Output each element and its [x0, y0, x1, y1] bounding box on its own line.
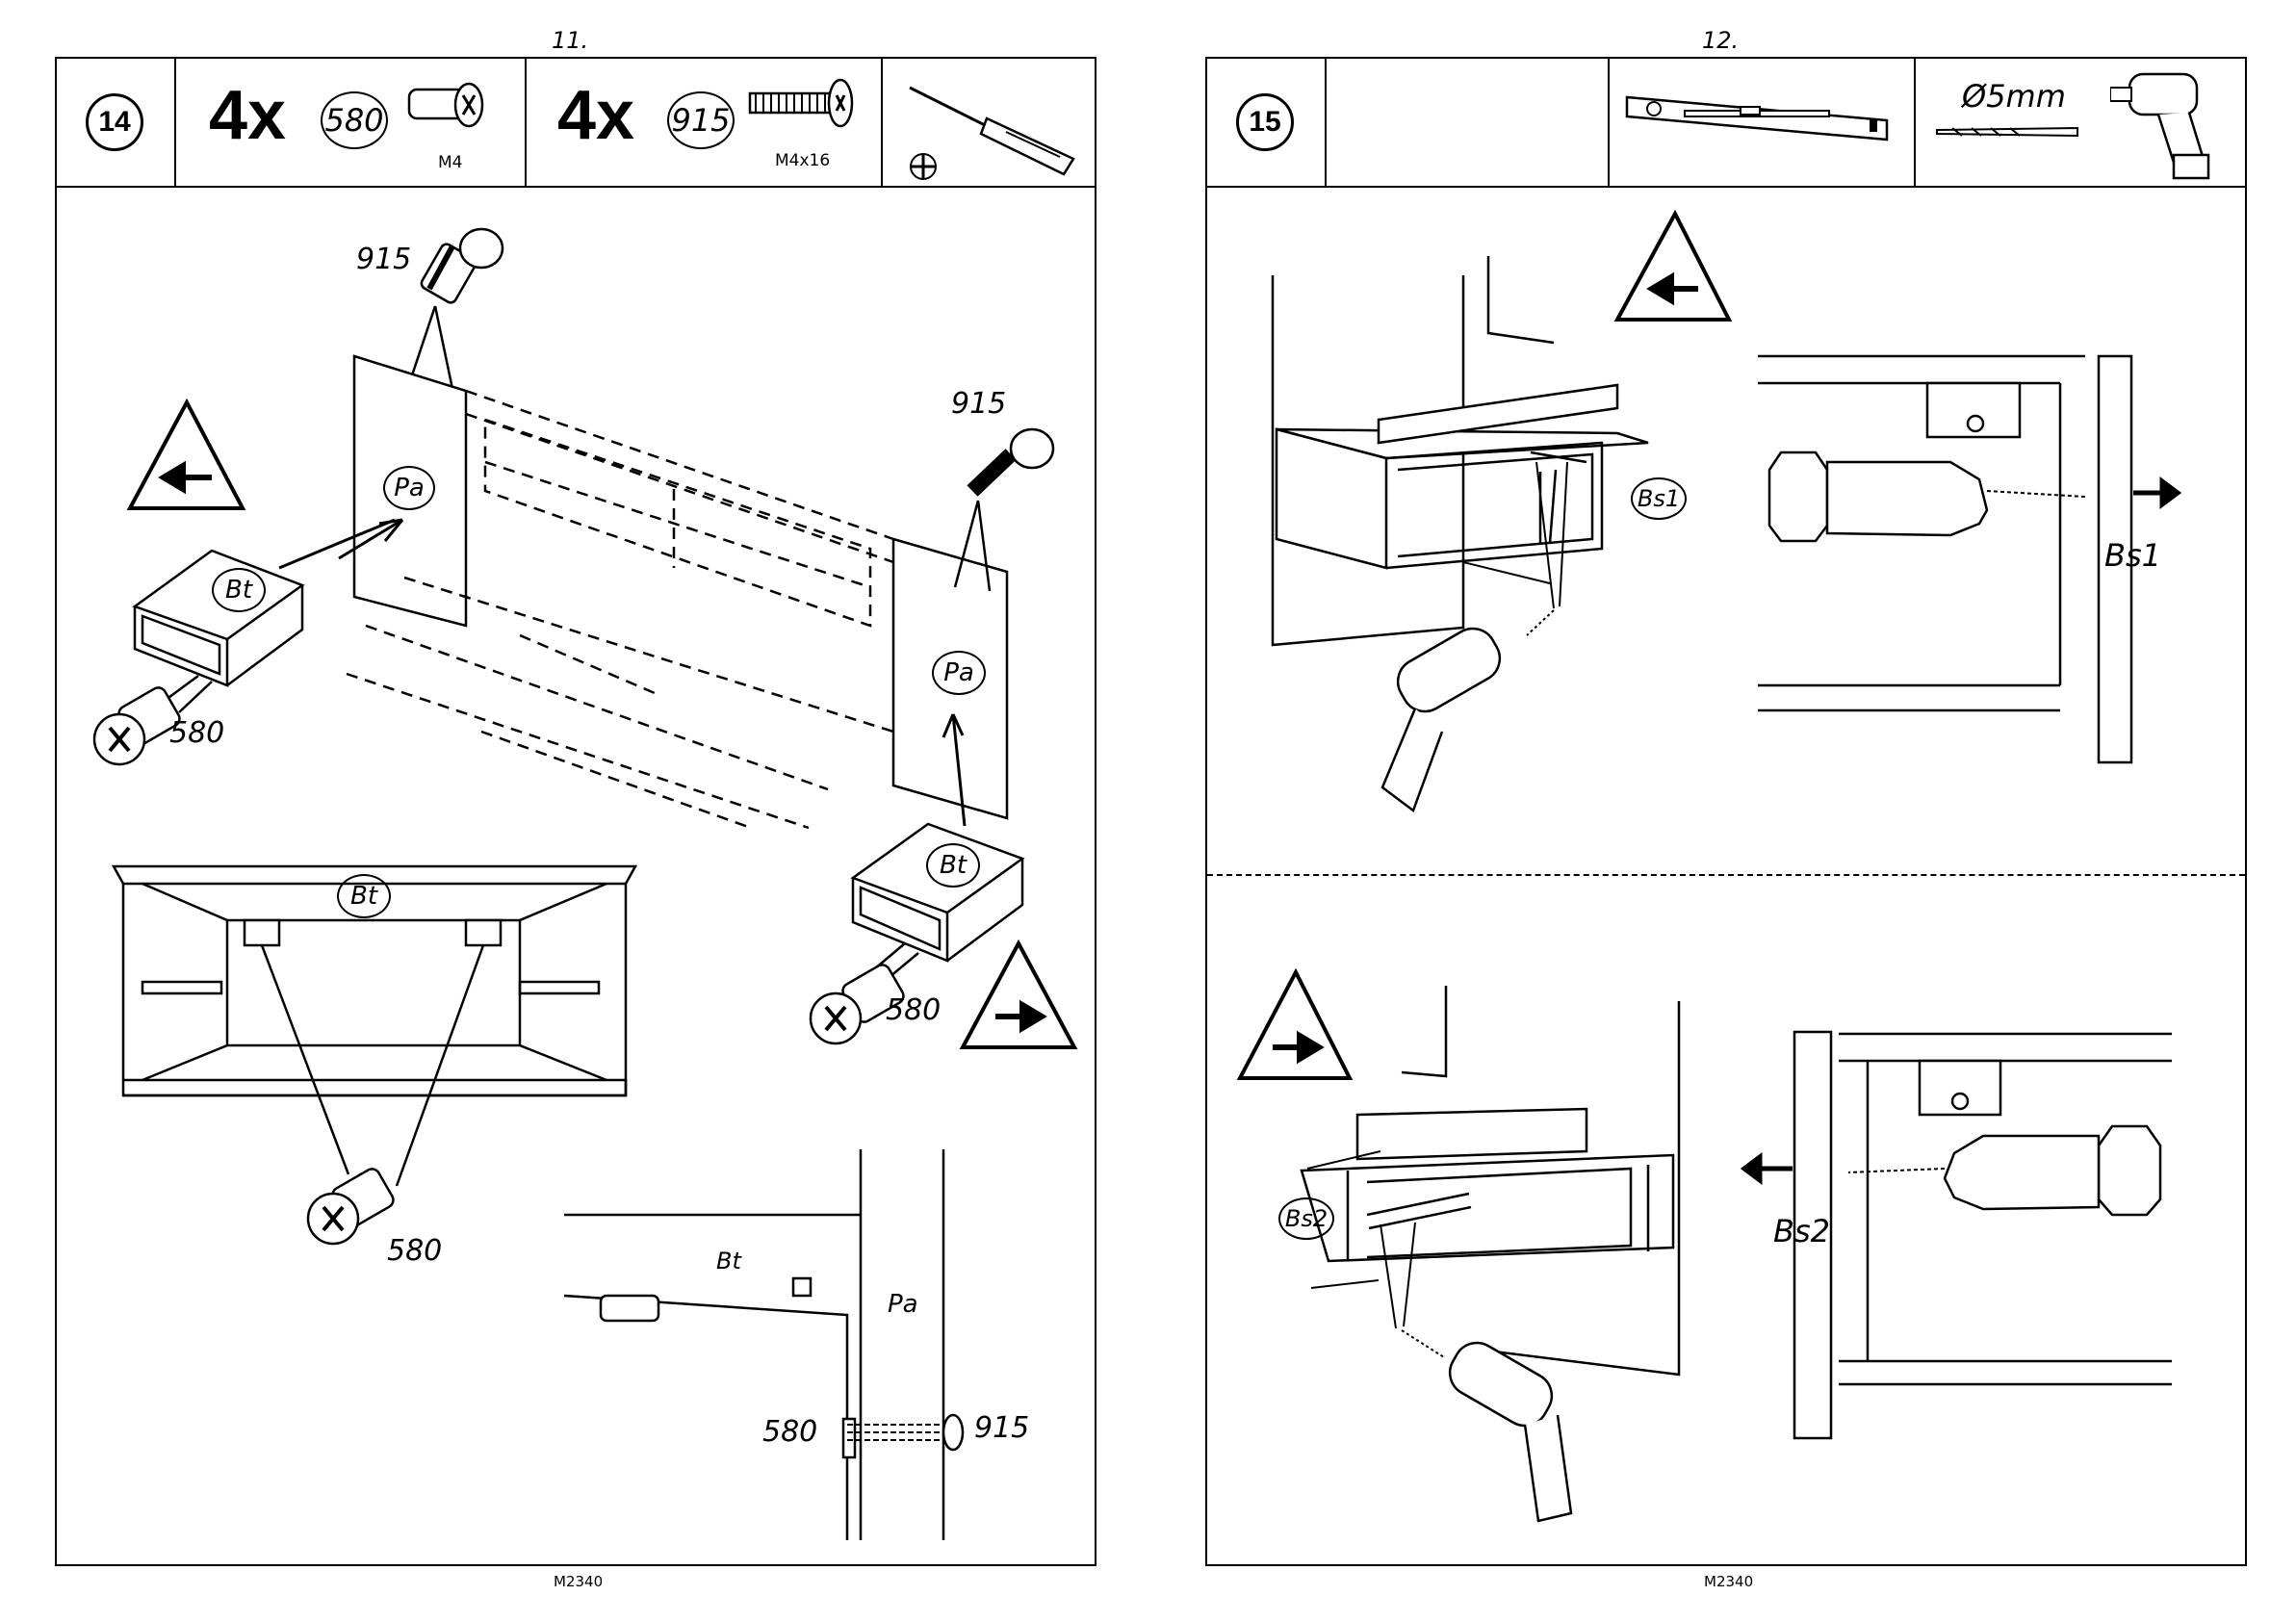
- label-bs1-circle: Bs1: [1631, 477, 1687, 520]
- exploded-assembly: [94, 229, 1074, 1047]
- label-bt-left: Bt: [212, 568, 266, 612]
- drill-bottom: [1441, 1334, 1571, 1521]
- label-580-left: 580: [169, 716, 224, 750]
- label-bt-right: Bt: [926, 843, 980, 888]
- cam-580-front: [308, 1166, 396, 1244]
- drill-bit-line: [1527, 610, 1554, 635]
- front-view-box: [114, 866, 635, 1244]
- step-15-bottom-illustration: [1240, 972, 2172, 1521]
- label-915-right: 915: [951, 387, 1006, 421]
- label-580-front: 580: [387, 1234, 442, 1268]
- label-pa-right: Pa: [932, 651, 986, 695]
- box-bt-left: [135, 551, 302, 685]
- label-detail-bt: Bt: [716, 1248, 741, 1274]
- joint-detail: [564, 1149, 963, 1540]
- warning-right-arrow-triangle: [963, 943, 1074, 1047]
- label-pa-left: Pa: [383, 466, 435, 510]
- label-bs2-circle: Bs2: [1278, 1197, 1334, 1240]
- label-915-top: 915: [356, 243, 411, 276]
- screw-915-top: [420, 229, 503, 305]
- label-bs1-detail: Bs1: [2104, 537, 2161, 574]
- label-detail-580: 580: [762, 1415, 817, 1449]
- label-bt-front: Bt: [337, 874, 391, 918]
- step-15-top-illustration: [1273, 214, 2178, 811]
- label-bs2-detail: Bs2: [1773, 1213, 1830, 1249]
- label-detail-pa: Pa: [888, 1290, 918, 1319]
- box-bt-right: [853, 824, 1022, 961]
- label-580-right: 580: [886, 993, 941, 1027]
- drill-top: [1382, 620, 1509, 811]
- warning-right-arrow-triangle-step15: [1240, 972, 1350, 1078]
- warning-left-arrow-triangle: [130, 402, 243, 508]
- screw-915-right: [972, 429, 1053, 491]
- label-detail-915: 915: [974, 1411, 1029, 1445]
